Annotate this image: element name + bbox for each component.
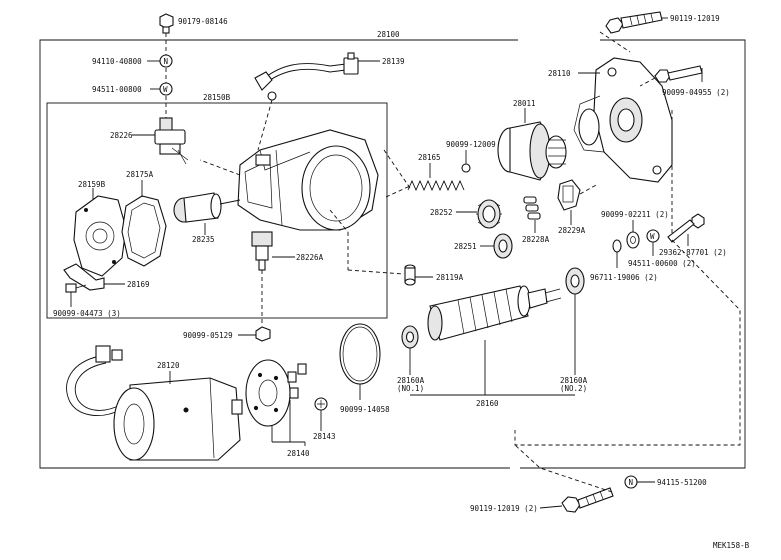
label-28251: 28251 <box>454 242 477 251</box>
label-28100: 28100 <box>377 30 400 39</box>
label-28160: 28160 <box>476 399 499 408</box>
svg-text:N: N <box>629 478 634 487</box>
label-90099-14058: 90099-14058 <box>340 405 390 414</box>
label-28165: 28165 <box>418 153 441 162</box>
terminal-28226A <box>251 231 273 271</box>
label-28226: 28226 <box>110 131 133 140</box>
label-90119-12019-bottom: 90119-12019 (2) <box>470 504 538 513</box>
label-28159B: 28159B <box>78 180 106 189</box>
plunger-28235 <box>173 192 241 223</box>
label-28252: 28252 <box>430 208 453 217</box>
label-28160A-no1-qualifier: (NO.1) <box>397 384 424 393</box>
label-90099-12009: 90099-12009 <box>446 140 496 149</box>
diagram-id: MEK158-B <box>713 541 750 550</box>
rollers-28228A <box>523 196 541 220</box>
svg-text:W: W <box>163 85 168 94</box>
label-28150B: 28150B <box>203 93 231 102</box>
washer-w-marker: W <box>159 82 173 96</box>
label-94110-40800: 94110-40800 <box>92 57 142 66</box>
label-90099-04473: 90099-04473 (3) <box>53 309 121 318</box>
label-90099-02211: 90099-02211 (2) <box>601 210 669 219</box>
label-28169: 28169 <box>127 280 150 289</box>
pin-28119A <box>404 264 416 286</box>
label-28175A: 28175A <box>126 170 154 179</box>
bearing-28160A-no2 <box>565 267 585 295</box>
label-96711-19006: 96711-19006 (2) <box>590 273 658 282</box>
label-94115-51200: 94115-51200 <box>657 478 707 487</box>
end-cover-28159B <box>73 195 127 277</box>
label-90179-08146: 90179-08146 <box>178 17 228 26</box>
terminal-28226 <box>154 117 189 165</box>
label-28160A-no2: 28160A <box>560 376 588 385</box>
label-94511-00800: 94511-00800 <box>92 85 142 94</box>
gasket-28175A <box>121 195 167 267</box>
brush-holder-28140 <box>245 359 307 427</box>
nut-n-marker: N <box>159 54 173 68</box>
lead-wire-28139 <box>254 52 359 101</box>
clutch-28011 <box>497 121 567 181</box>
bolt-90179-08146 <box>159 13 174 34</box>
label-90099-04955: 90099-04955 (2) <box>662 88 730 97</box>
label-28229A: 28229A <box>558 226 586 235</box>
label-29362-87701: 29362-87701 (2) <box>659 248 727 257</box>
label-28226A: 28226A <box>296 253 324 262</box>
label-28119A: 28119A <box>436 273 464 282</box>
label-90119-12019-top: 90119-12019 <box>670 14 720 23</box>
spring-28165 <box>407 179 465 192</box>
field-coil-28120 <box>66 345 243 461</box>
o-ring-90099-14058 <box>339 323 381 385</box>
assembly-frame <box>39 39 746 469</box>
bolt-29362-87701 <box>667 213 705 243</box>
label-28120: 28120 <box>157 361 180 370</box>
part-labels: 90179-08146 90119-12019 28100 94110-4080… <box>53 14 750 550</box>
nut-90099-05129 <box>255 326 271 342</box>
label-90099-05129: 90099-05129 <box>183 331 233 340</box>
label-28140: 28140 <box>287 449 310 458</box>
svg-text:N: N <box>164 57 169 66</box>
washer-96711-19006 <box>612 239 622 253</box>
label-28143: 28143 <box>313 432 336 441</box>
label-28139: 28139 <box>382 57 405 66</box>
brush-spring-28143 <box>314 397 328 411</box>
label-28235: 28235 <box>192 235 215 244</box>
clip-28169 <box>63 263 105 291</box>
retainer-28229A <box>557 179 581 211</box>
washer-90099-02211 <box>626 231 640 249</box>
starter-housing-28110 <box>573 57 673 183</box>
bolt-90119-12019-bottom <box>561 487 614 513</box>
magnetic-switch-housing <box>237 129 379 231</box>
nut-n-94115-51200: N <box>624 475 638 489</box>
idler-28251 <box>493 233 513 259</box>
label-28011: 28011 <box>513 99 536 108</box>
label-28160A-no2-qualifier: (NO.2) <box>560 384 587 393</box>
label-94511-00600: 94511-00600 (2) <box>628 259 696 268</box>
ball-90099-12009 <box>461 163 471 173</box>
label-28110: 28110 <box>548 69 571 78</box>
gear-28252 <box>476 199 502 229</box>
svg-text:W: W <box>650 232 655 241</box>
label-28160A-no1: 28160A <box>397 376 425 385</box>
label-28228A: 28228A <box>522 235 550 244</box>
armature-28160 <box>427 285 562 341</box>
subassembly-frame <box>46 102 388 319</box>
bearing-28160A-no1 <box>401 325 419 349</box>
washer-w-94511-00600: W <box>646 229 660 243</box>
bolt-90119-12019-top <box>605 11 663 34</box>
bolt-90099-04955 <box>654 65 703 83</box>
